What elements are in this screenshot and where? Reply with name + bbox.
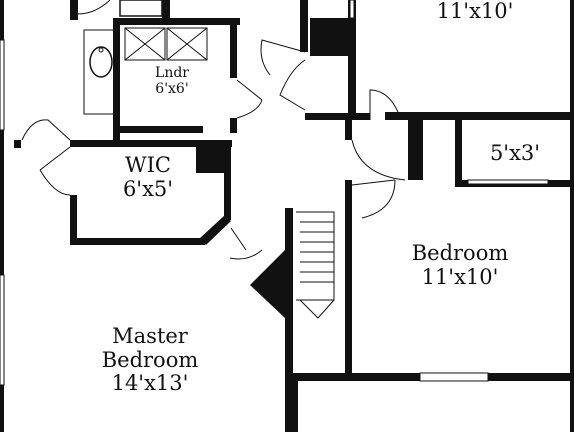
exterior-wall-left xyxy=(0,0,4,432)
laundry-wall-left xyxy=(113,22,120,140)
bath-door-arc xyxy=(77,0,111,15)
wic-wall-left xyxy=(70,195,77,245)
sink-counter xyxy=(119,0,163,17)
bath-wall-2 xyxy=(162,0,170,22)
wic-wall-angle xyxy=(200,215,231,245)
room-dims: 11'x10' xyxy=(421,264,499,289)
room-label-closet: 5'x3' xyxy=(470,141,560,166)
room-dims: 6'x5' xyxy=(122,176,174,201)
stair-outline xyxy=(296,211,335,301)
sink-basin xyxy=(89,46,113,78)
bedroom-wall-left-top xyxy=(345,120,352,140)
window-left-1 xyxy=(0,39,5,131)
linen-wall xyxy=(348,0,356,120)
bath-wall xyxy=(70,0,78,20)
stair-landing xyxy=(299,299,335,319)
stair-wall-left xyxy=(285,208,293,432)
exterior-wall-right xyxy=(570,0,574,432)
closet-wall-left xyxy=(455,120,462,185)
laundry-wall-right xyxy=(230,18,237,78)
hall-wall-mid xyxy=(305,113,370,120)
closet-door-track xyxy=(467,179,549,185)
wic-shelf-block xyxy=(196,147,224,173)
closet-wall-lower-left xyxy=(408,120,423,180)
room-name: WIC xyxy=(125,153,171,177)
wic-door-swing xyxy=(39,146,71,196)
drain xyxy=(98,47,104,53)
laundry-door-swing xyxy=(236,79,263,119)
bedroom-door-swing-top xyxy=(351,139,406,181)
room-name-line2: Bedroom xyxy=(101,347,199,372)
bedroom-wall-left xyxy=(345,180,352,380)
top-bedroom-door-swing xyxy=(369,89,399,120)
room-dims: 14'x13' xyxy=(111,371,189,396)
window-left-2 xyxy=(0,274,5,386)
bedroom-door-swing xyxy=(351,179,396,219)
laundry-wall-top xyxy=(113,18,240,25)
room-name: Lndr xyxy=(155,65,189,81)
wic-wall-top xyxy=(70,140,232,147)
room-label-wic: WIC 6'x5' xyxy=(98,153,198,201)
hall-wall-top xyxy=(300,0,308,52)
linen-closet xyxy=(310,18,355,56)
stair-wall-bottom xyxy=(290,373,298,432)
wic-wall-bottom xyxy=(70,238,205,245)
room-label-laundry: Lndr 6'x6' xyxy=(140,65,204,97)
room-name-line1: Master xyxy=(112,324,188,348)
room-dims: 11'x10' xyxy=(436,0,514,23)
top-bedroom-wall-bottom xyxy=(385,112,574,120)
fireplace xyxy=(250,250,285,318)
window-bottom xyxy=(419,372,489,382)
exterior-wall-stub xyxy=(14,140,21,148)
room-dims: 5'x3' xyxy=(489,141,541,165)
hall-door-swing xyxy=(260,39,306,76)
laundry-wall-bottom xyxy=(113,126,203,133)
room-label-top-bedroom: 11'x10' xyxy=(410,0,540,24)
room-dims: 6'x6' xyxy=(155,80,189,97)
wic-wall-right xyxy=(224,140,231,220)
window-top xyxy=(349,0,355,19)
master-door-swing xyxy=(21,119,71,141)
hall-door-swing-2 xyxy=(279,59,306,111)
room-label-master: Master Bedroom 14'x13' xyxy=(70,324,230,396)
laundry-wall-bottom-right xyxy=(230,118,237,133)
closet-door-swing xyxy=(229,227,263,260)
room-label-bedroom: Bedroom 11'x10' xyxy=(380,241,540,289)
room-name: Bedroom xyxy=(411,241,509,265)
